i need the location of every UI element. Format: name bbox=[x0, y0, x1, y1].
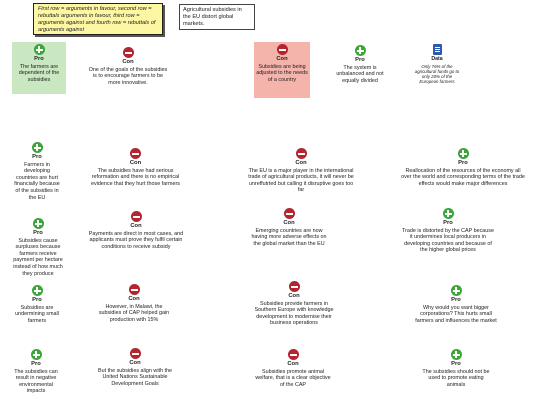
plus-icon bbox=[30, 349, 42, 360]
node-type: Con bbox=[130, 223, 142, 229]
argument-node[interactable]: Con But the subsidies align with the Uni… bbox=[90, 346, 180, 389]
node-type: Data bbox=[431, 56, 443, 62]
argument-node[interactable]: Pro Trade is distorted by the CAP becaus… bbox=[398, 206, 498, 256]
minus-icon bbox=[295, 148, 307, 159]
node-type: Pro bbox=[34, 56, 44, 62]
claim-title: Agricultural subsidies in the EU distort… bbox=[179, 4, 255, 30]
node-text: Why would you want bigger corporations? … bbox=[415, 304, 497, 324]
argument-node[interactable]: Con The subsidies have had serious refor… bbox=[88, 146, 183, 189]
node-text: The subsidies should not be used to prom… bbox=[422, 368, 490, 388]
node-type: Pro bbox=[443, 220, 453, 226]
argument-node[interactable]: Con Subsidies provide farmers in Souther… bbox=[250, 279, 338, 329]
node-type: Con bbox=[129, 160, 142, 166]
node-type: Con bbox=[288, 293, 300, 299]
plus-icon bbox=[354, 45, 366, 56]
plus-icon bbox=[31, 142, 43, 153]
argument-node[interactable]: Con One of the goals of the subsidies is… bbox=[85, 45, 171, 88]
node-text: The system is unbalanced and not equally… bbox=[336, 64, 384, 84]
plus-icon bbox=[450, 285, 462, 296]
node-type: Pro bbox=[451, 361, 461, 367]
argument-node[interactable]: Pro The farmers are dependent of the sub… bbox=[12, 42, 66, 94]
minus-icon bbox=[288, 281, 300, 292]
argument-node[interactable]: Con Emerging countries are now having mo… bbox=[245, 206, 333, 249]
argument-node[interactable]: Pro The system is unbalanced and not equ… bbox=[330, 43, 390, 86]
node-type: Con bbox=[128, 296, 140, 302]
node-text: One of the goals of the subsidies is to … bbox=[88, 66, 168, 86]
minus-icon bbox=[283, 208, 295, 219]
argument-node[interactable]: Pro Why would you want bigger corporatio… bbox=[410, 283, 502, 326]
argument-node[interactable]: Pro Subsidies cause surpluses because fa… bbox=[10, 216, 66, 279]
node-text: Subsidies promote animal welfare, that i… bbox=[255, 368, 331, 388]
minus-icon bbox=[130, 211, 142, 222]
minus-icon bbox=[276, 44, 288, 55]
node-type: Pro bbox=[31, 361, 41, 367]
node-text: The farmers are dependent of the subsidi… bbox=[18, 63, 60, 83]
argument-node[interactable]: Con However, in Malawi, the subsidies of… bbox=[93, 282, 175, 325]
plus-icon bbox=[450, 349, 462, 360]
node-text: Subsidies are being adjusted to the need… bbox=[256, 63, 308, 83]
node-text: But the subsidies align with the United … bbox=[97, 367, 173, 387]
plus-icon bbox=[32, 218, 44, 229]
argument-node[interactable]: Con Payments are direct in most cases, a… bbox=[86, 209, 186, 252]
node-type: Con bbox=[276, 56, 288, 62]
legend-note: First row = arguments in favour, second … bbox=[33, 3, 163, 35]
node-text: The subsidies have had serious reformati… bbox=[91, 167, 180, 187]
minus-icon bbox=[129, 348, 141, 359]
node-text: Subsidies cause surpluses because farmer… bbox=[13, 237, 63, 277]
argument-node[interactable]: Con Subsidies are being adjusted to the … bbox=[254, 42, 310, 98]
node-type: Pro bbox=[32, 297, 42, 303]
plus-icon bbox=[442, 208, 454, 219]
node-type: Con bbox=[129, 360, 141, 366]
node-type: Con bbox=[287, 361, 299, 367]
argument-node[interactable]: Pro The subsidies can result in negative… bbox=[8, 347, 64, 397]
node-text: The EU is a major player in the internat… bbox=[248, 167, 354, 194]
argument-node[interactable]: Pro The subsidies should not be used to … bbox=[418, 347, 494, 390]
data-icon bbox=[432, 44, 442, 55]
node-text: Only 76% of the agricultural funds go to… bbox=[414, 63, 460, 85]
argument-node[interactable]: Con The EU is a major player in the inte… bbox=[246, 146, 356, 196]
node-type: Con bbox=[295, 160, 307, 166]
node-text: Subsidies are undermining small farmers bbox=[15, 304, 59, 324]
node-text: Payments are direct in most cases, and a… bbox=[88, 230, 184, 250]
node-text: Subsidies provide farmers in Southern Eu… bbox=[254, 300, 334, 327]
argument-node[interactable]: Pro Subsidies are undermining small farm… bbox=[10, 283, 64, 326]
node-type: Con bbox=[122, 59, 134, 65]
argument-node[interactable]: Data Only 76% of the agricultural funds … bbox=[410, 42, 464, 86]
node-type: Pro bbox=[33, 230, 43, 236]
argument-node[interactable]: Pro Reallocation of the resources of the… bbox=[398, 146, 528, 189]
plus-icon bbox=[457, 148, 469, 159]
minus-icon bbox=[128, 284, 140, 295]
argument-node[interactable]: Pro Farmers in developing countries are … bbox=[12, 140, 62, 203]
node-text: Reallocation of the resources of the eco… bbox=[401, 167, 525, 187]
argument-node[interactable]: Con Subsidies promote animal welfare, th… bbox=[252, 347, 334, 390]
node-text: The subsidies can result in negative env… bbox=[14, 368, 58, 395]
node-type: Pro bbox=[32, 154, 42, 160]
node-text: Farmers in developing countries are hurt… bbox=[14, 161, 60, 201]
minus-icon bbox=[287, 349, 299, 360]
node-type: Pro bbox=[451, 297, 461, 303]
minus-icon bbox=[130, 148, 141, 159]
node-text: However, in Malawi, the subsidies of CAP… bbox=[98, 303, 170, 323]
node-type: Pro bbox=[458, 160, 468, 166]
node-text: Trade is distorted by the CAP because it… bbox=[402, 227, 494, 254]
plus-icon bbox=[31, 285, 43, 296]
plus-icon bbox=[33, 44, 45, 55]
node-type: Pro bbox=[355, 57, 365, 63]
minus-icon bbox=[122, 47, 134, 58]
node-text: Emerging countries are now having more a… bbox=[251, 227, 327, 247]
node-type: Con bbox=[283, 220, 295, 226]
